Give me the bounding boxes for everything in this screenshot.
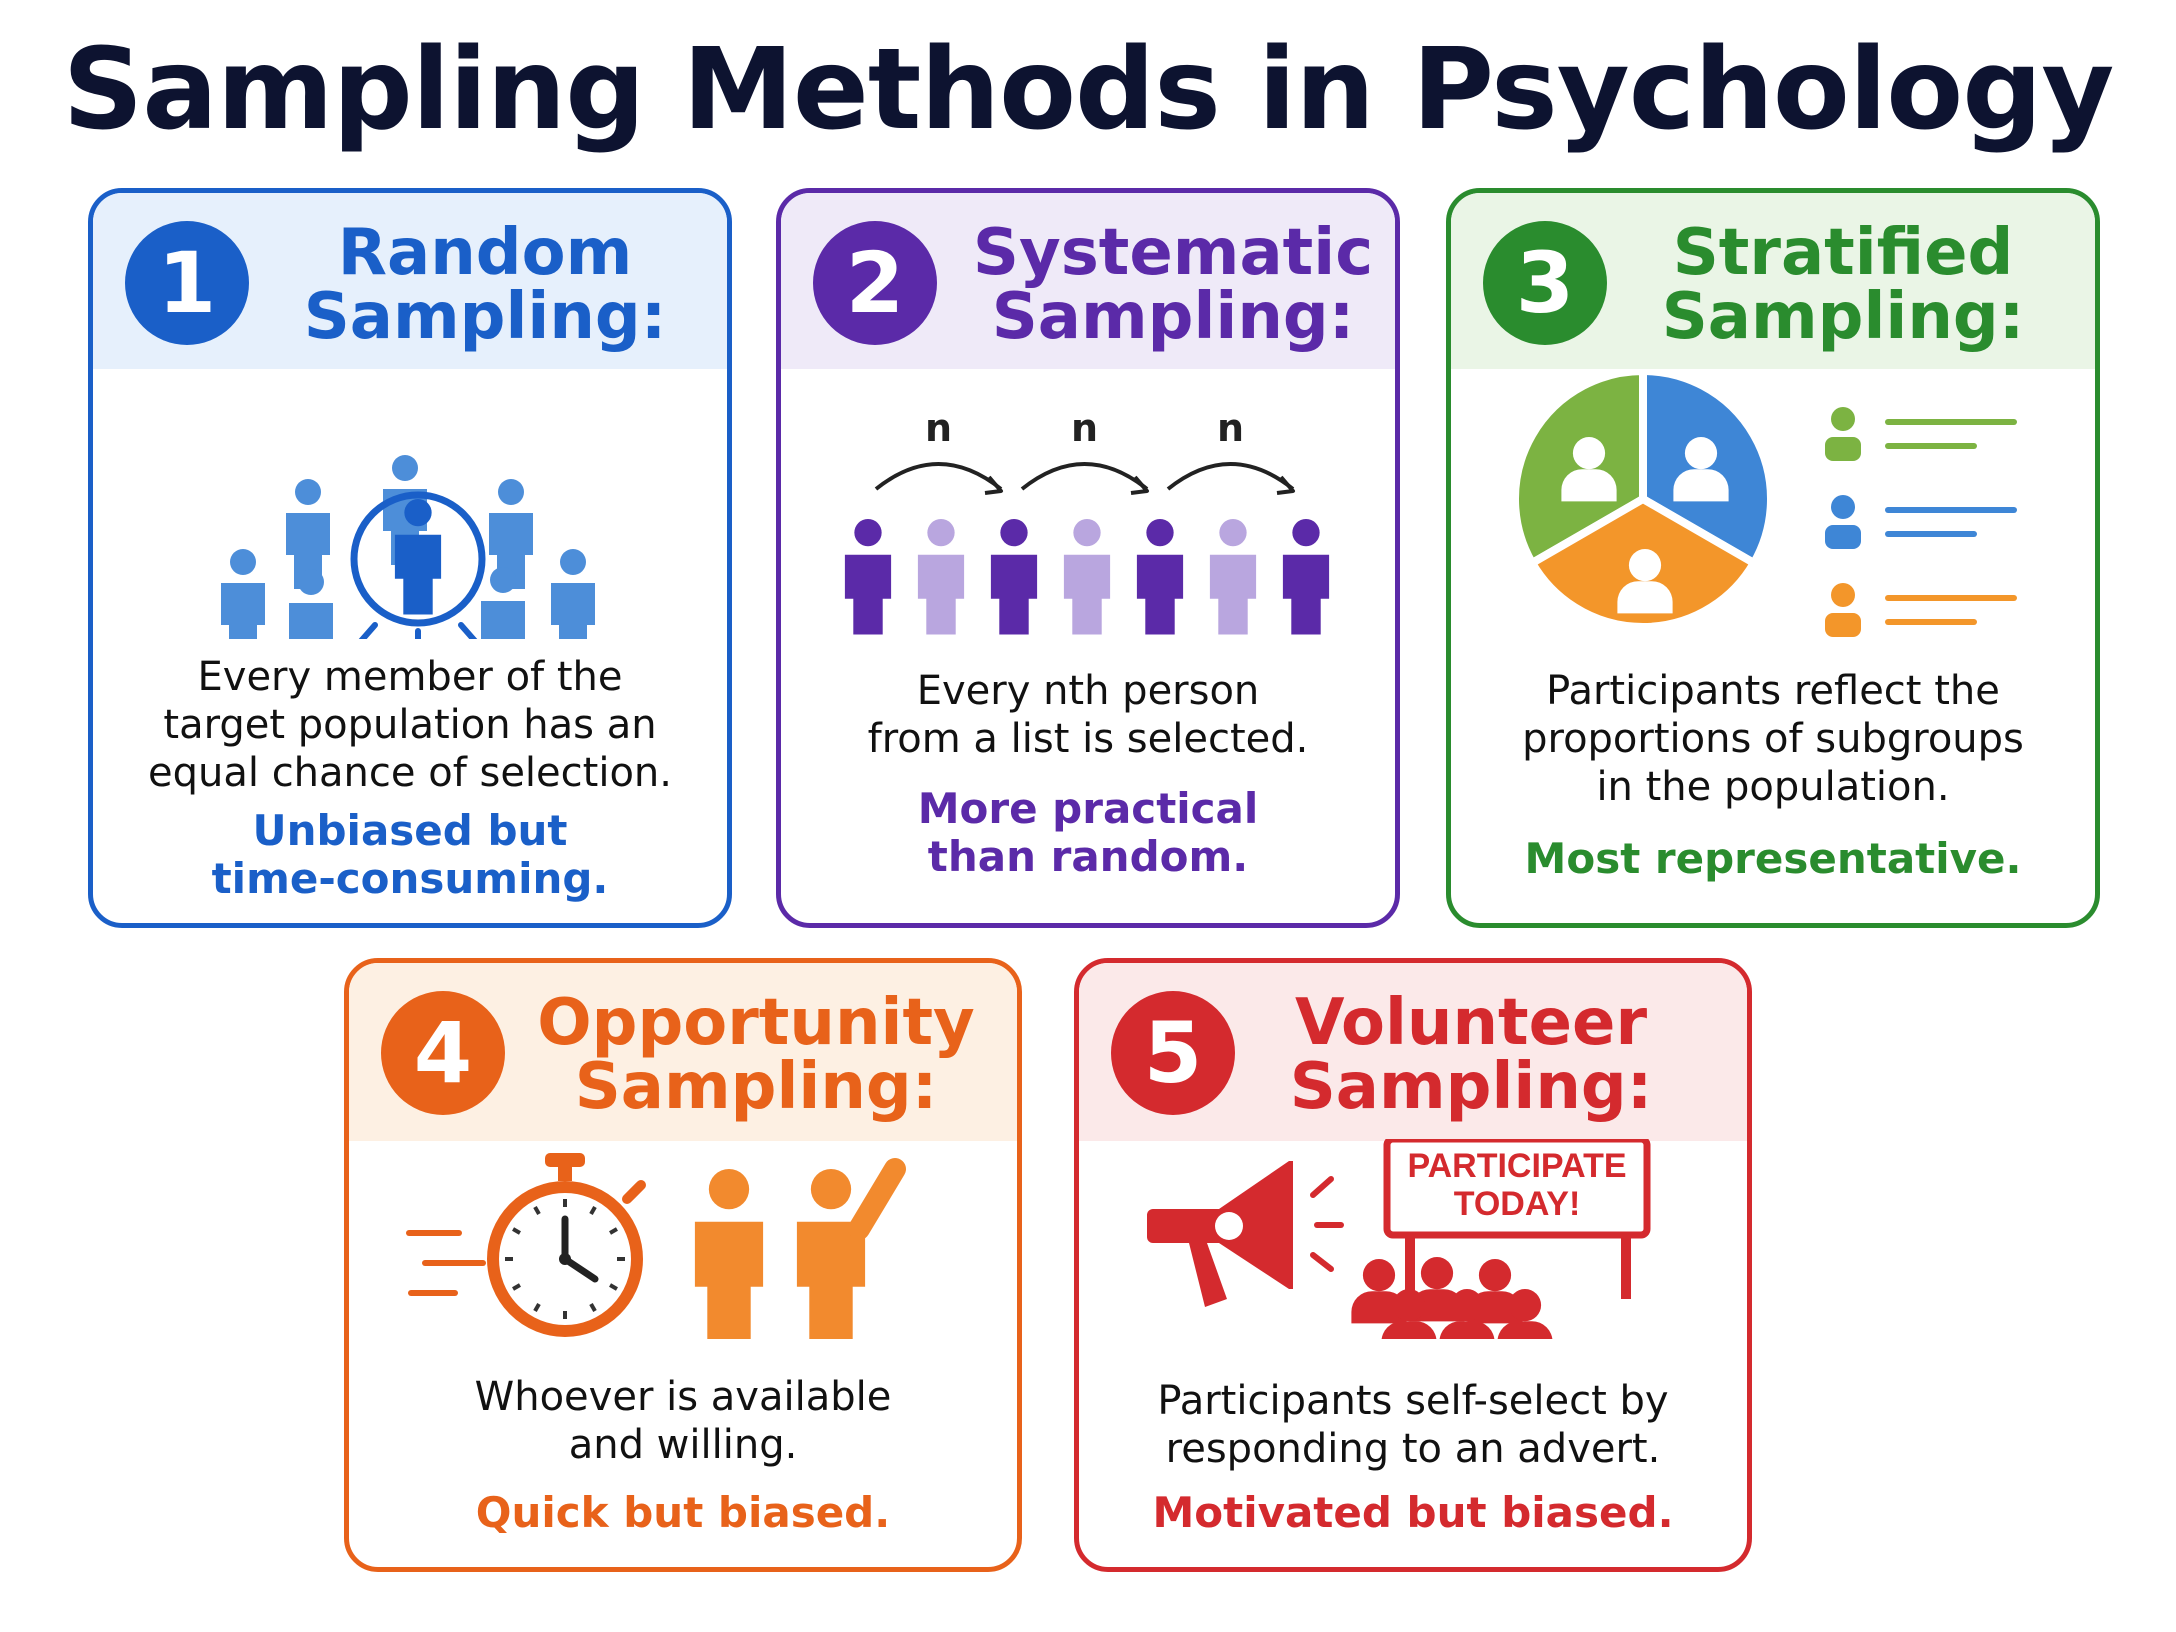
interval-arrow-icon: [874, 462, 1003, 495]
legend-row: [1825, 495, 2017, 549]
selected-person-icon: [990, 519, 1038, 635]
crowd-person-icon: [1409, 1257, 1465, 1322]
crowd-person-icon: [1497, 1289, 1553, 1339]
interval-arrow-icon: [1166, 462, 1295, 495]
skipped-person-icon: [917, 519, 965, 635]
selected-person-icon: [1136, 519, 1184, 635]
participate-sign-icon: [1383, 1139, 1651, 1299]
interval-arrow-icon: [1020, 462, 1149, 495]
crowd-person-icon: [221, 549, 265, 639]
subgroup-pie-icon: [1511, 369, 2017, 637]
legend-row: [1825, 407, 2017, 461]
megaphone-icon: [1147, 1161, 1293, 1307]
crowd-person-icon: [1381, 1289, 1437, 1339]
stopwatch-people-icon: [406, 1153, 906, 1339]
interval-label: n: [1071, 406, 1098, 450]
sound-lines-icon: [1310, 1176, 1344, 1272]
card-number-badge: 2: [813, 221, 937, 345]
card-number-badge: 4: [381, 991, 505, 1115]
sign-text-line-1: PARTICIPATE: [1407, 1147, 1626, 1185]
crowd-person-icon: [481, 567, 525, 639]
card-verdict: Most representative.: [1524, 834, 2022, 883]
crowd-person-icon: [1439, 1289, 1495, 1339]
selected-person-icon: [844, 519, 892, 635]
crowd-person-icon: [551, 549, 595, 639]
skipped-person-icon: [1063, 519, 1111, 635]
selected-person-icon: [1282, 519, 1330, 635]
card-number-badge: 5: [1111, 991, 1235, 1115]
selection-rays-icon: [358, 622, 478, 639]
stopwatch-icon: [406, 1153, 646, 1337]
crowd-person-icon: [289, 569, 333, 639]
stratum-person-icon: [1673, 437, 1729, 502]
target-ring-icon: [350, 491, 486, 627]
card-number-badge: 1: [125, 221, 249, 345]
crowd-person-icon: [1351, 1259, 1407, 1324]
available-person-icon: [694, 1169, 764, 1339]
legend-row: [1825, 583, 2017, 637]
sign-text-line-2: TODAY!: [1454, 1185, 1581, 1223]
stratum-person-icon: [1561, 437, 1617, 502]
speed-lines-icon: [406, 1230, 486, 1296]
page-title: Sampling Methods in Psychology: [62, 25, 2115, 155]
person-group-target-icon: [221, 455, 595, 639]
card-verdict: Motivated but biased.: [1152, 1488, 1674, 1537]
crowd-person-icon: [286, 479, 330, 589]
card-number-badge: 3: [1483, 221, 1607, 345]
interval-label: n: [1217, 406, 1244, 450]
waving-person-icon: [796, 1158, 906, 1339]
card-verdict: Quick but biased.: [475, 1488, 891, 1537]
selected-person-icon: [394, 499, 442, 615]
stratum-person-icon: [1617, 549, 1673, 614]
skipped-person-icon: [1209, 519, 1257, 635]
interval-label: n: [925, 406, 952, 450]
